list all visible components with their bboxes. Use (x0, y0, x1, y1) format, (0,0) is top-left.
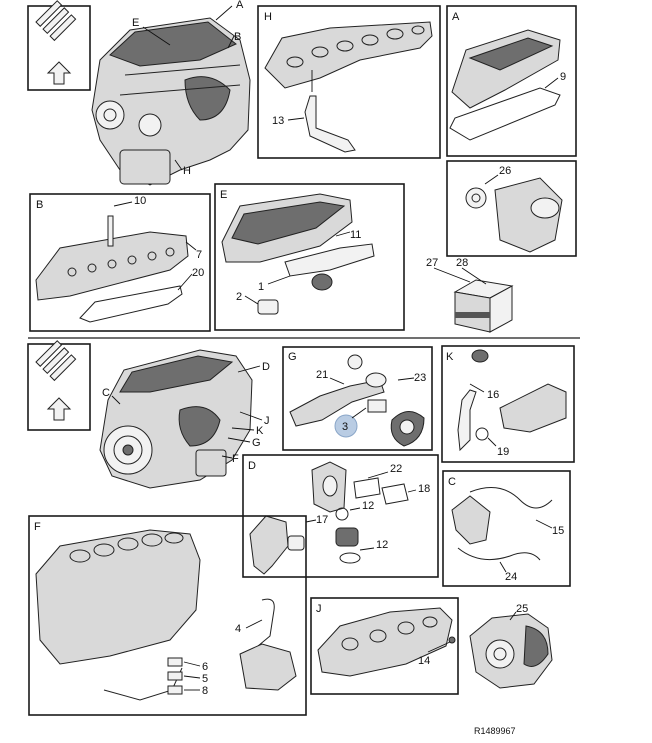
highlighted-callout-marker[interactable] (334, 414, 358, 438)
callout-9: 9 (560, 71, 566, 83)
section-b-box (29, 193, 211, 332)
engine-label-g: G (252, 437, 261, 449)
section-e-box (214, 183, 405, 331)
figure-reference: R1489967 (474, 726, 516, 736)
engine-label-h: H (183, 165, 191, 177)
section-f-letter: F (34, 521, 41, 533)
callout-8: 8 (202, 685, 208, 697)
section-a-box (446, 5, 577, 157)
callout-4: 4 (235, 623, 241, 635)
section-b-letter: B (36, 199, 43, 211)
section-j-box (310, 597, 459, 695)
callout-2: 2 (236, 291, 242, 303)
callout-1: 1 (258, 281, 264, 293)
callout-27: 27 (426, 257, 438, 269)
section-e-letter: E (220, 189, 227, 201)
engine-label-f: F (232, 453, 239, 465)
callout-7: 7 (196, 249, 202, 261)
callout-17: 17 (316, 514, 328, 526)
engine-label-j: J (264, 415, 270, 427)
engine-label-d: D (262, 361, 270, 373)
orientation-key-bottom (27, 340, 91, 431)
section-d-box (242, 454, 439, 578)
callout-6: 6 (202, 661, 208, 673)
callout-25: 25 (516, 603, 528, 615)
callout-23: 23 (414, 372, 426, 384)
callout-20: 20 (192, 267, 204, 279)
callout-5: 5 (202, 673, 208, 685)
section-c-box (442, 470, 571, 587)
callout-14: 14 (418, 655, 430, 667)
section-k-letter: K (446, 351, 454, 363)
section-g-box (282, 346, 433, 451)
section-h-box (257, 5, 441, 159)
section-26-box (446, 160, 577, 257)
callout-3: 3 (342, 421, 348, 433)
callout-12-upper: 12 (362, 500, 374, 512)
section-k-box (441, 345, 575, 463)
section-a-letter: A (452, 11, 460, 23)
engine-assembly-top (91, 5, 251, 186)
callout-16: 16 (487, 389, 499, 401)
engine-label-b: B (234, 31, 241, 43)
turbocharger-25 (469, 611, 553, 689)
callout-12-lower: 12 (376, 539, 388, 551)
engine-label-e: E (132, 17, 139, 29)
section-j-letter: J (316, 603, 322, 615)
callout-10: 10 (134, 195, 146, 207)
orientation-key-top (27, 0, 91, 91)
callout-15: 15 (552, 525, 564, 537)
callout-18: 18 (418, 483, 430, 495)
section-g-letter: G (288, 351, 297, 363)
callout-24: 24 (505, 571, 517, 583)
section-f-box (28, 515, 307, 716)
section-d-letter: D (248, 460, 256, 472)
callout-26: 26 (499, 165, 511, 177)
engine-label-c: C (102, 387, 110, 399)
engine-label-a: A (236, 0, 244, 11)
callout-21: 21 (316, 369, 328, 381)
callout-11: 11 (350, 229, 361, 241)
callout-13: 13 (272, 115, 284, 127)
parts-kit-crate (433, 267, 514, 333)
section-h-letter: H (264, 11, 272, 23)
callout-19: 19 (497, 446, 509, 458)
callout-28: 28 (456, 257, 468, 269)
callout-22: 22 (390, 463, 402, 475)
section-c-letter: C (448, 476, 456, 488)
engine-label-k: K (256, 425, 264, 437)
engine-assembly-bottom (99, 349, 263, 489)
